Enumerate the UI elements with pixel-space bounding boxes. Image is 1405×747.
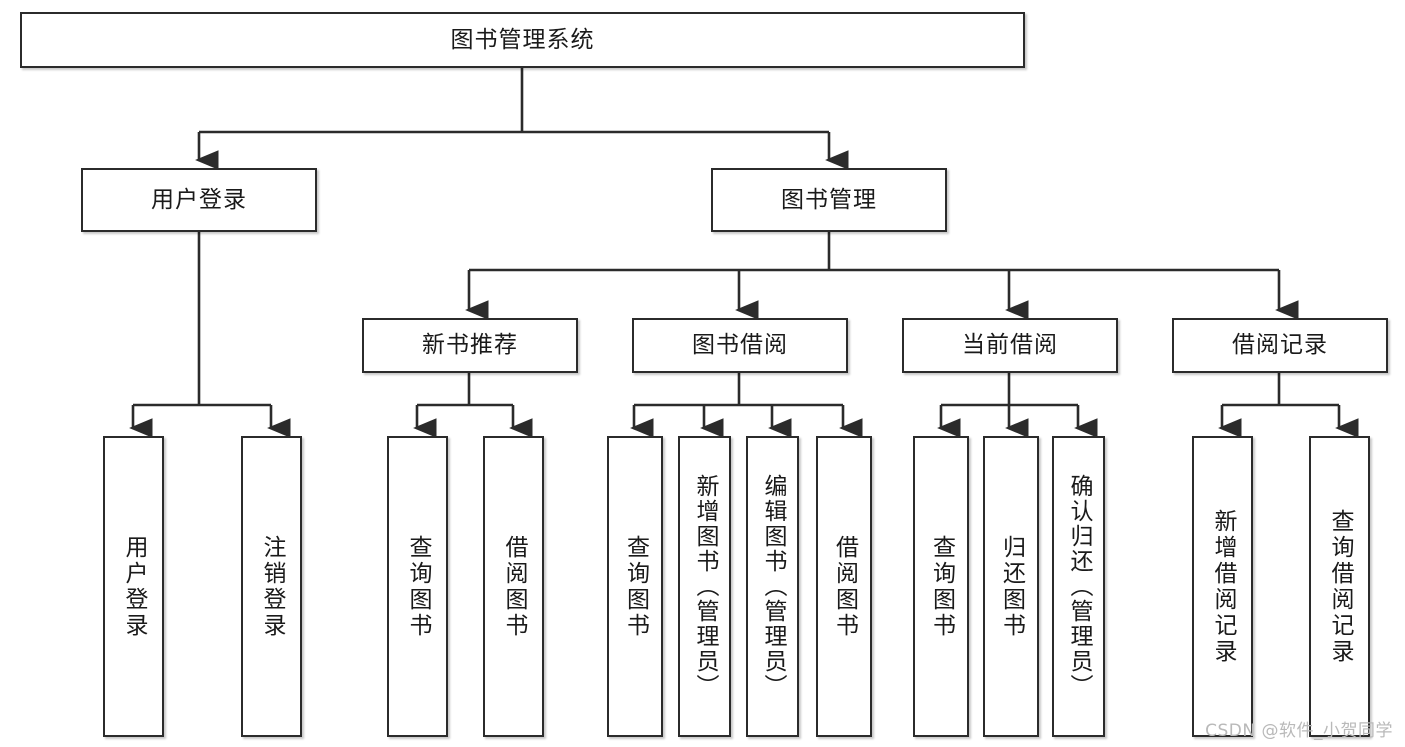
leaf-user-login[interactable]: 用户登录 bbox=[103, 436, 164, 737]
node-label: 查询图书 bbox=[928, 534, 955, 639]
leaf-query-book-borrow[interactable]: 查询图书 bbox=[607, 436, 663, 737]
node-label: 当前借阅 bbox=[962, 332, 1058, 359]
leaf-borrow-book[interactable]: 借阅图书 bbox=[816, 436, 872, 737]
node-current-borrow[interactable]: 当前借阅 bbox=[902, 318, 1118, 373]
node-label: 归还图书 bbox=[998, 534, 1025, 639]
node-label: 新增借阅记录 bbox=[1210, 508, 1236, 665]
node-borrow-record[interactable]: 借阅记录 bbox=[1172, 318, 1388, 373]
csdn-watermark: CSDN @软件_小贺同学 bbox=[1205, 721, 1393, 741]
leaf-query-book-current[interactable]: 查询图书 bbox=[913, 436, 969, 737]
leaf-return-book[interactable]: 归还图书 bbox=[983, 436, 1039, 737]
node-label: 用户登录 bbox=[121, 534, 147, 639]
node-label: 图书管理系统 bbox=[450, 26, 595, 53]
node-label: 新书推荐 bbox=[422, 332, 518, 359]
node-label: 查询借阅记录 bbox=[1327, 508, 1353, 665]
node-label: 确认归还（管理员） bbox=[1066, 474, 1092, 699]
leaf-logout[interactable]: 注销登录 bbox=[241, 436, 302, 737]
leaf-borrow-book-newbook[interactable]: 借阅图书 bbox=[483, 436, 544, 737]
node-label: 注销登录 bbox=[259, 534, 285, 639]
node-label: 用户登录 bbox=[151, 186, 247, 213]
leaf-query-book-newbook[interactable]: 查询图书 bbox=[387, 436, 448, 737]
leaf-query-borrow-record[interactable]: 查询借阅记录 bbox=[1309, 436, 1370, 737]
node-user-login[interactable]: 用户登录 bbox=[81, 168, 317, 232]
node-book-borrow[interactable]: 图书借阅 bbox=[632, 318, 848, 373]
leaf-confirm-return-admin[interactable]: 确认归还（管理员） bbox=[1052, 436, 1105, 737]
node-root-book-management-system[interactable]: 图书管理系统 bbox=[20, 12, 1025, 68]
node-label: 编辑图书（管理员） bbox=[760, 474, 786, 699]
node-book-management[interactable]: 图书管理 bbox=[711, 168, 947, 232]
node-label: 图书借阅 bbox=[692, 332, 788, 359]
node-label: 新增图书（管理员） bbox=[692, 474, 718, 699]
node-label: 查询图书 bbox=[622, 534, 649, 639]
node-label: 查询图书 bbox=[405, 534, 431, 639]
node-label: 借阅图书 bbox=[501, 534, 527, 639]
leaf-add-book-admin[interactable]: 新增图书（管理员） bbox=[678, 436, 731, 737]
node-label: 图书管理 bbox=[781, 186, 877, 213]
leaf-add-borrow-record[interactable]: 新增借阅记录 bbox=[1192, 436, 1253, 737]
node-label: 借阅记录 bbox=[1232, 332, 1328, 359]
leaf-edit-book-admin[interactable]: 编辑图书（管理员） bbox=[746, 436, 799, 737]
node-new-book-recommend[interactable]: 新书推荐 bbox=[362, 318, 578, 373]
node-label: 借阅图书 bbox=[831, 534, 858, 639]
